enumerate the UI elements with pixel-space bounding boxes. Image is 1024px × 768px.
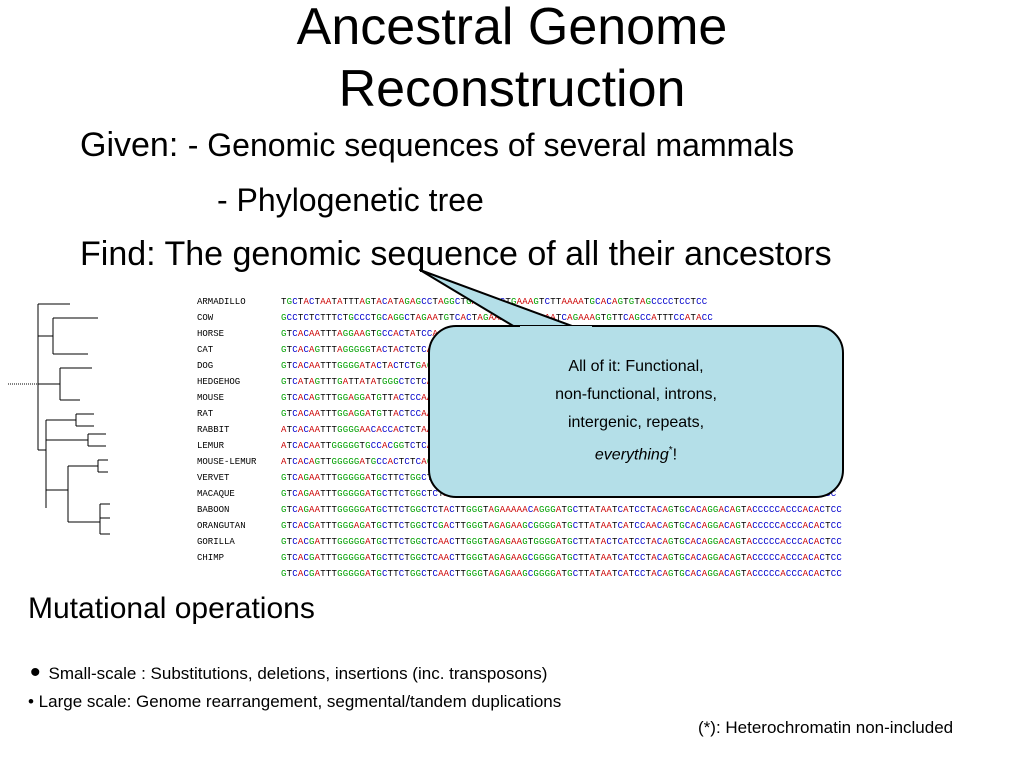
given-label: Given: <box>80 126 179 164</box>
species-label: CHIMP <box>197 553 225 563</box>
alignment-row: MOUSEGTCACAGTTTGGAGGATGTTACTCCAACACCAGGG… <box>197 390 494 406</box>
callout-line-4: everything*! <box>595 437 677 469</box>
dna-sequence: GCCTCTCTTTCTGCCCTGCAGGCTAGAATGTCACTAGAAA… <box>281 313 713 323</box>
alignment-row: ORANGUTAN GTCACGATTTGGGAGATGCTTCTGGCTCGAC… <box>197 518 842 534</box>
alignment-row: RABBITATCACAATTTGGGGAACACCACTCTAAGACCAGG… <box>197 422 567 438</box>
alignment-row: MACAQUEGTCAGAATTTGGGGGATGCTTCTGGCTCTACTT… <box>197 486 836 502</box>
species-label: HORSE <box>197 329 225 339</box>
mutational-operations-title: Mutational operations <box>28 592 315 625</box>
species-label: ORANGUTAN <box>197 521 246 531</box>
alignment-row: CATGTCACAGTTTAGGGGGTACTACTCTCAGAACCAGGGT… <box>197 342 685 358</box>
small-scale-bullet: • Small-scale : Substitutions, deletions,… <box>30 656 547 690</box>
alignment-row: DOGGTCACAATTTGGGGATACTACTCTGAGAACCAGGGTA… <box>197 358 657 374</box>
callout-bubble: All of it: Functional, non-functional, i… <box>428 325 844 498</box>
dna-sequence: TGCTACTAATATTTAGTACATAGAGCCTAGGCTGAGCTGC… <box>281 297 708 307</box>
callout-pointer-mask <box>520 326 592 330</box>
dna-sequence: GTCACGATTTGGGAGATGCTTCTGGCTCGACTTGGGTAGA… <box>281 521 842 531</box>
species-label: VERVET <box>197 473 230 483</box>
species-label: RABBIT <box>197 425 230 435</box>
species-label: BABOON <box>197 505 230 515</box>
alignment-row: GTCACGATTTGGGGGATGCTTCTGGCTCAACTTGGGTAGA… <box>197 566 842 582</box>
dna-sequence: GTCAGAATTTGGGGGATGCTTCTGGCTCTACTTGGGTAGA… <box>281 505 842 515</box>
bullet-dot: • <box>30 656 41 689</box>
find-line: Find: The genomic sequence of all their … <box>80 235 832 274</box>
title-line-2: Reconstruction <box>338 60 686 118</box>
callout-everything: everything <box>594 446 669 464</box>
callout-line-3: intergenic, repeats, <box>567 414 705 432</box>
alignment-row: BABOON GTCAGAATTTGGGGGATGCTTCTGGCTCTACTTG… <box>197 502 842 518</box>
small-scale-text: Small-scale : Substitutions, deletions, … <box>48 664 548 683</box>
species-label: COW <box>197 313 214 323</box>
species-label: RAT <box>197 409 214 419</box>
alignment-row: HORSEGTCACAATTTAGGAAGTGCCACTATCCACACCCAG… <box>197 326 769 342</box>
phylogenetic-tree <box>8 303 110 535</box>
callout-exclaim: ! <box>672 446 678 464</box>
find-text: The genomic sequence of all their ancest… <box>164 235 832 273</box>
alignment-row: VERVETGTCAGAATTTGGGGGATGCTTCTGGCTCTACTTG… <box>197 470 836 486</box>
given-item-genomes: - Genomic sequences of several mammals <box>187 127 795 163</box>
footnote: (*): Heterochromatin non-included <box>698 718 954 737</box>
alignment-row: GORILLA GTCACGATTTGGGGGATGCTTCTGGCTCAACTT… <box>197 534 842 550</box>
alignment-row: ARMADILLO TGCTACTAATATTTAGTACATAGAGCCTAGG… <box>197 294 707 310</box>
callout-asterisk: * <box>668 445 673 457</box>
alignment-row: RATGTCACAATTTGGAGGATGTTACTCCAACACCAGGGAG… <box>197 406 494 422</box>
species-label: ARMADILLO <box>197 297 246 307</box>
species-label: LEMUR <box>197 441 225 451</box>
alignment-row: CHIMP GTCACGATTTGGGGGATGCTTCTGGCTCAACTTGG… <box>197 550 842 566</box>
given-item-tree: - Phylogenetic tree <box>217 182 484 218</box>
callout-line-2: non-functional, introns, <box>555 386 717 404</box>
given-line-1: Given: - Genomic sequences of several ma… <box>80 126 794 165</box>
species-label: CAT <box>197 345 214 355</box>
species-label: MOUSE-LEMUR <box>197 457 257 467</box>
dna-sequence: GTCACGATTTGGGGGATGCTTCTGGCTCAACTTGGGTAGA… <box>281 537 842 547</box>
large-scale-bullet: • Large scale: Genome rearrangement, seg… <box>28 692 562 711</box>
species-label: GORILLA <box>197 537 235 547</box>
callout-line-1: All of it: Functional, <box>568 358 704 376</box>
dna-sequence: GTCACGATTTGGGGGATGCTTCTGGCTCAACTTGGGTAGA… <box>281 553 842 563</box>
sequence-alignment: ARMADILLO TGCTACTAATATTTAGTACATAGAGCCTAGG… <box>197 294 842 582</box>
alignment-row: HEDGEHOGGTCATAGTTTGATTATATGGGCTCTCAAGACC… <box>197 374 589 390</box>
alignment-row: COW GCCTCTCTTTCTGCCCTGCAGGCTAGAATGTCACTAG… <box>197 310 713 326</box>
dna-sequence: GTCACGATTTGGGGGATGCTTCTGGCTCAACTTGGGTAGA… <box>281 569 842 579</box>
find-label: Find: <box>80 235 156 273</box>
alignment-row: MOUSE-LEMURATCACAGTTGGGGGATGCCACTCTCAGCA… <box>197 454 550 470</box>
slide-title: Ancestral Genome Reconstruction <box>0 0 1024 120</box>
title-line-1: Ancestral Genome <box>296 0 728 56</box>
species-label: MACAQUE <box>197 489 235 499</box>
alignment-row: LEMURATCACAATTGGGGGTGCCACGGTCTCAGCACCAGG… <box>197 438 550 454</box>
species-label: HEDGEHOG <box>197 377 241 387</box>
species-label: DOG <box>197 361 214 371</box>
species-label: MOUSE <box>197 393 225 403</box>
